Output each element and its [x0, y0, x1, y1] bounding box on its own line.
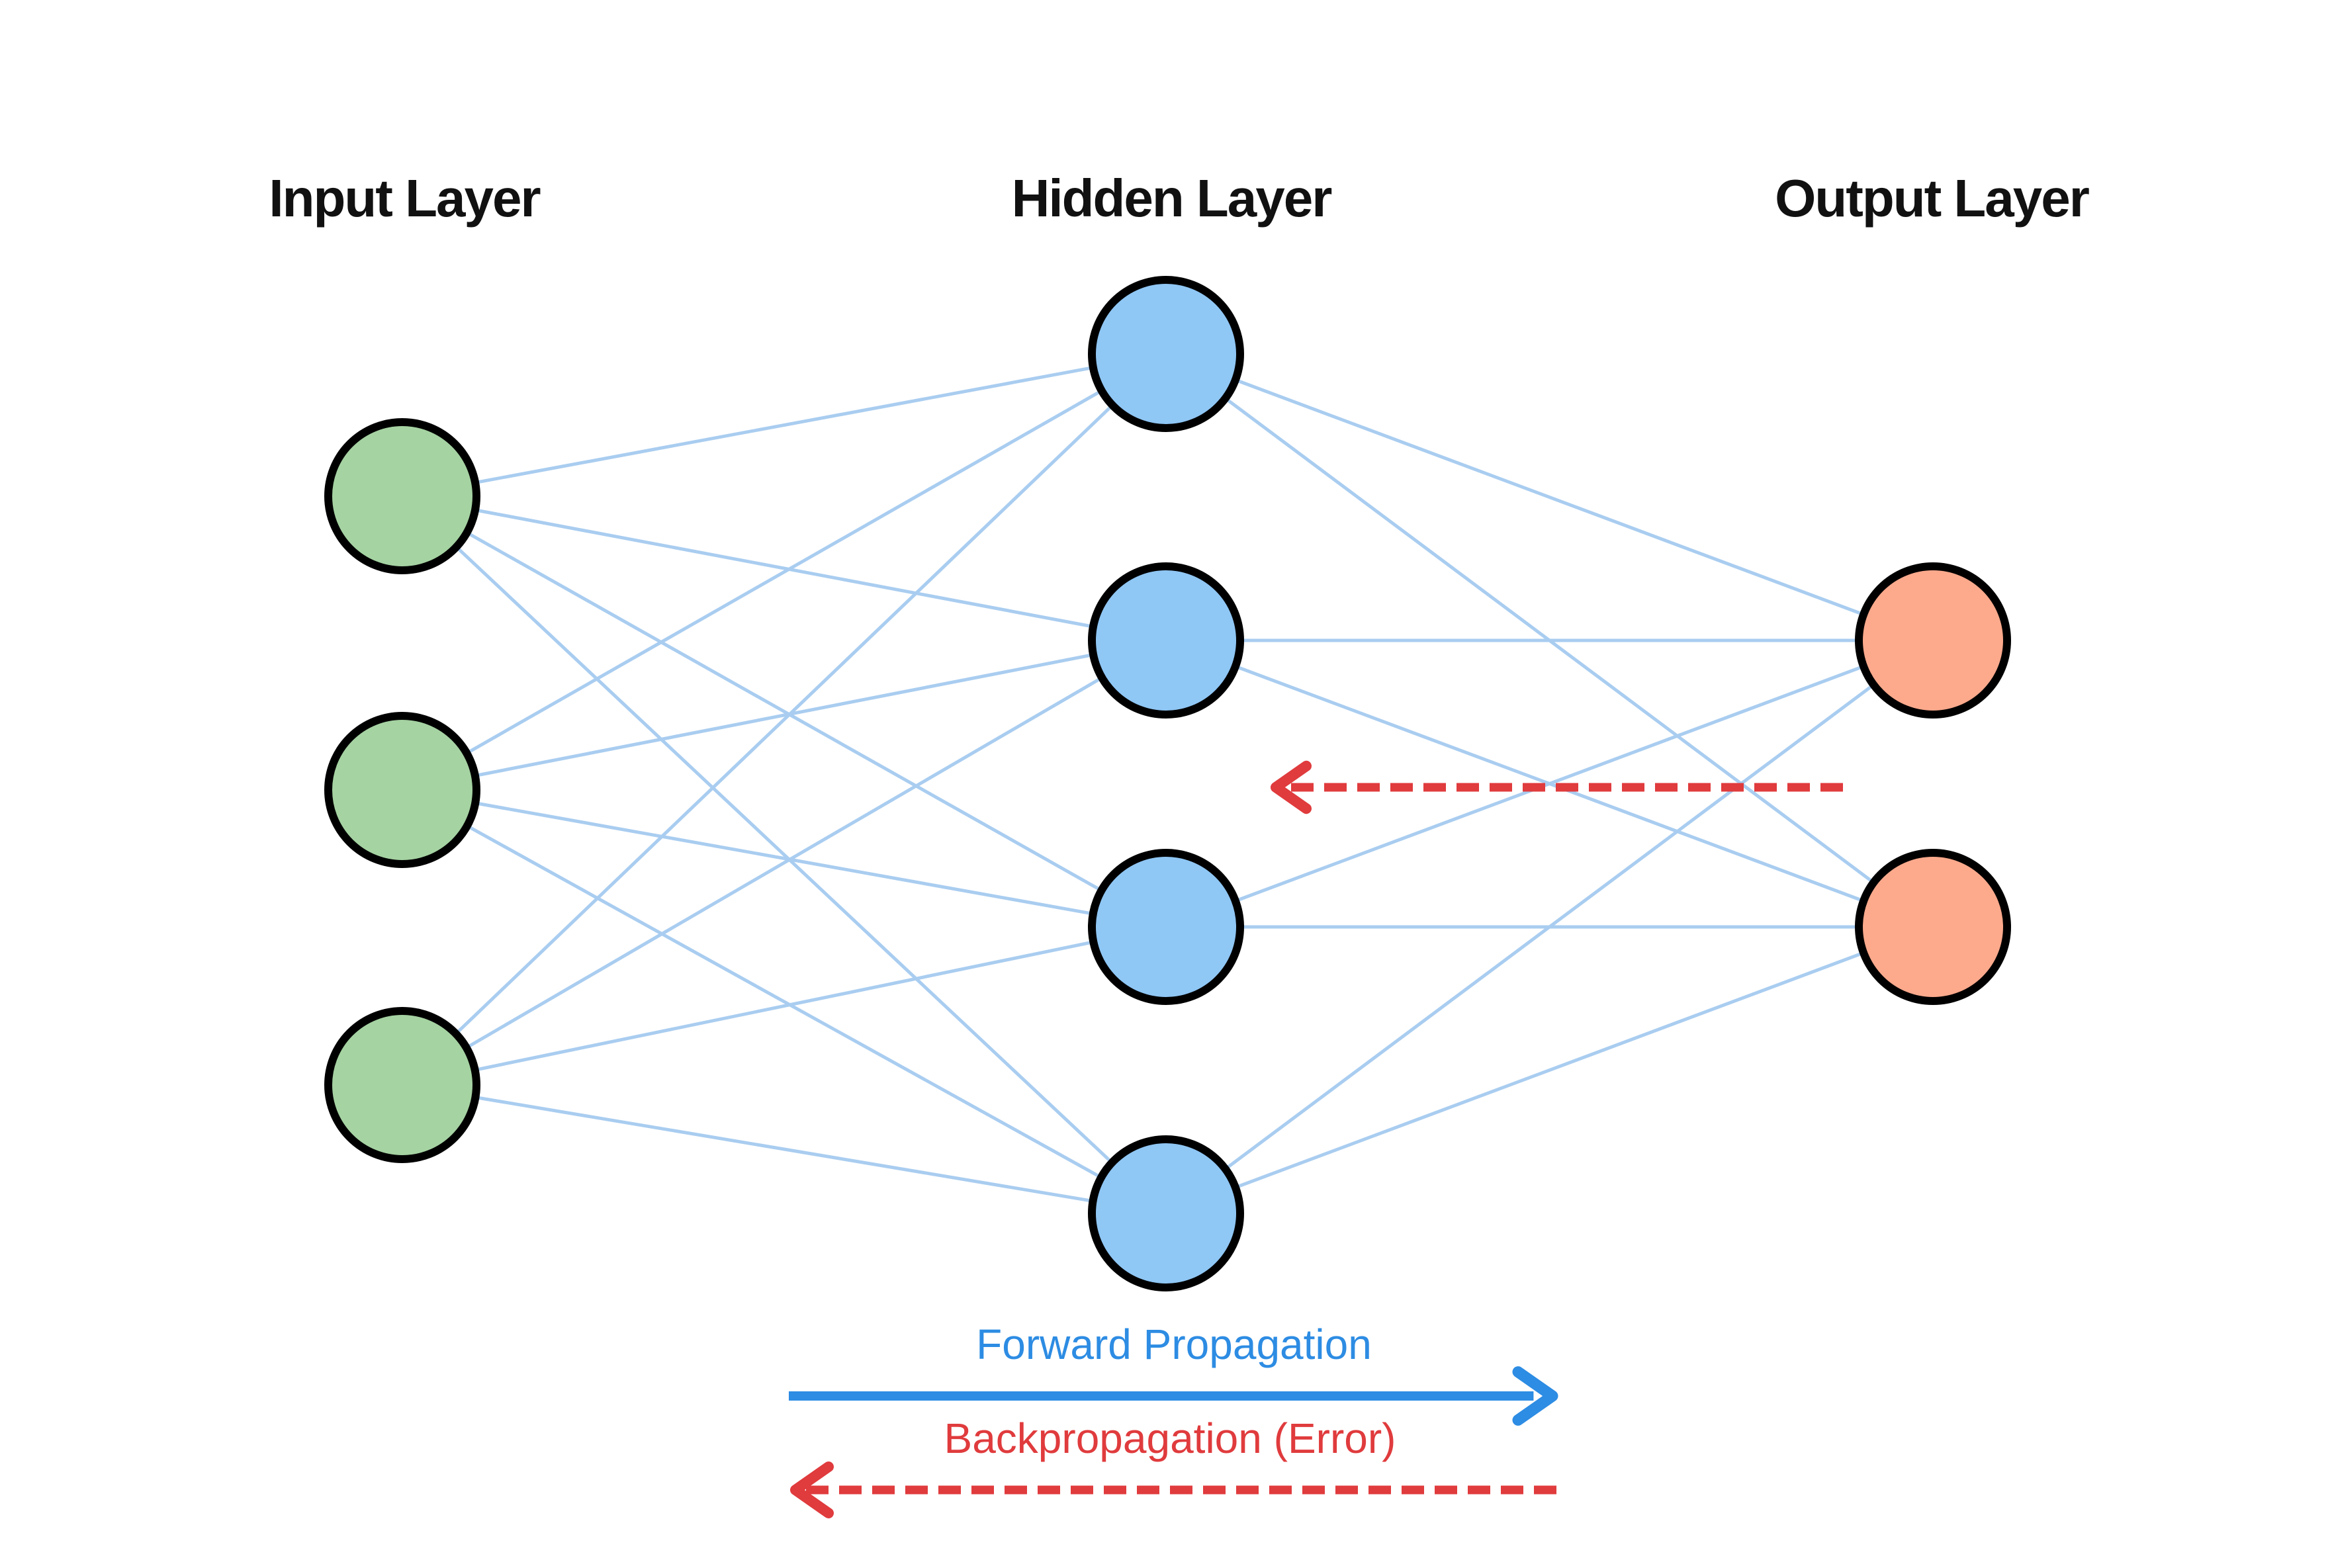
edge-hidden4-output2: [1165, 925, 1934, 1215]
input-node-1: [324, 418, 480, 574]
backpropagation-caption: Backpropagation (Error): [944, 1415, 1396, 1462]
edge-input2-hidden2: [402, 638, 1167, 792]
hidden-node-2: [1088, 562, 1244, 719]
edge-input3-hidden4: [402, 1083, 1167, 1215]
edge-input1-hidden4: [401, 495, 1167, 1215]
edge-input1-hidden1: [402, 352, 1167, 498]
backpropagation-arrow: [790, 1461, 1556, 1518]
backpropagation-arrow-head: [790, 1461, 834, 1518]
edge-input2-hidden4: [401, 788, 1167, 1215]
edge-input1-hidden2: [402, 494, 1167, 642]
output-node-1: [1855, 562, 2011, 719]
edge-hidden4-output1: [1165, 638, 1934, 1215]
input-node-2: [324, 712, 480, 868]
edge-input1-hidden3: [401, 494, 1167, 929]
hidden-layer-label: Hidden Layer: [1012, 169, 1332, 228]
nodes-layer: [324, 276, 2011, 1291]
forward-propagation-arrow: [789, 1366, 1558, 1426]
hidden-node-1: [1088, 276, 1244, 432]
input-node-3: [324, 1007, 480, 1163]
edge-input2-hidden3: [402, 788, 1167, 929]
edge-input3-hidden3: [402, 925, 1167, 1087]
edge-input3-hidden1: [401, 353, 1167, 1086]
backprop-mid-arrow: [1271, 760, 1843, 814]
backprop-mid-arrow-head: [1271, 760, 1312, 814]
hidden-node-4: [1088, 1135, 1244, 1291]
output-layer-label: Output Layer: [1775, 169, 2089, 228]
output-node-2: [1855, 849, 2011, 1005]
hidden-node-3: [1088, 849, 1244, 1005]
edge-input3-hidden2: [401, 638, 1167, 1087]
edge-hidden1-output1: [1165, 352, 1934, 642]
input-layer-label: Input Layer: [269, 169, 540, 228]
forward-propagation-caption: Forward Propagation: [976, 1321, 1372, 1368]
forward-propagation-arrow-head: [1512, 1366, 1558, 1426]
edge-hidden3-output1: [1165, 638, 1934, 929]
edges-layer: [401, 352, 1934, 1215]
arrows-layer: [789, 760, 1843, 1518]
edge-input2-hidden1: [401, 352, 1167, 792]
